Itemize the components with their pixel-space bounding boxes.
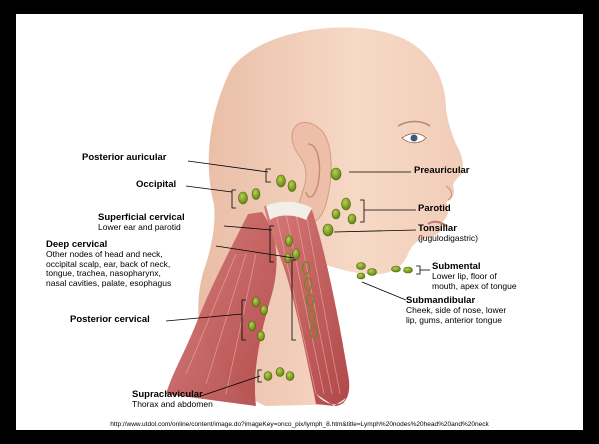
label-title: Parotid xyxy=(418,204,451,214)
label-preauricular: Preauricular xyxy=(414,166,469,176)
label-title: Occipital xyxy=(136,180,176,190)
node-submental xyxy=(392,266,401,272)
label-submental: Submental Lower lip, floor of mouth, ape… xyxy=(432,262,517,291)
node-posterior-cervical xyxy=(261,305,268,315)
label-supraclavicular: Supraclavicular Thorax and abdomen xyxy=(132,390,213,410)
label-desc: (jugulodigastric) xyxy=(418,234,478,244)
label-tonsillar: Tonsillar (jugulodigastric) xyxy=(418,224,478,244)
node-tonsillar xyxy=(323,224,333,236)
label-title: Posterior cervical xyxy=(70,315,150,325)
node-parotid xyxy=(348,214,356,224)
node-supraclavicular xyxy=(264,372,272,381)
diagram-frame: Posterior auricular Occipital Superficia… xyxy=(16,14,583,430)
label-posterior-cervical: Posterior cervical xyxy=(70,315,150,325)
node-posterior-cervical xyxy=(253,297,260,307)
node-submandibular xyxy=(357,273,365,279)
node-parotid xyxy=(342,198,351,210)
node-occipital xyxy=(252,189,260,200)
node-submandibular xyxy=(368,269,377,276)
node-submental xyxy=(404,267,413,273)
node-posterior-cervical xyxy=(249,321,256,331)
label-parotid: Parotid xyxy=(418,204,451,214)
node-posterior-auricular xyxy=(288,181,296,192)
label-desc-line: nasal cavities, palate, esophagus xyxy=(46,279,171,289)
iris xyxy=(411,135,418,142)
node-parotid xyxy=(332,209,340,219)
node-submandibular xyxy=(357,263,366,270)
node-superficial-cervical xyxy=(286,236,293,247)
label-superficial-cervical: Superficial cervical Lower ear and parot… xyxy=(98,213,185,233)
node-posterior-auricular xyxy=(277,175,286,187)
label-desc: Thorax and abdomen xyxy=(132,400,213,410)
node-supraclavicular xyxy=(286,372,294,381)
label-desc: Lower ear and parotid xyxy=(98,223,185,233)
label-occipital: Occipital xyxy=(136,180,176,190)
source-url[interactable]: http://www.utdol.com/online/content/imag… xyxy=(16,421,583,428)
node-occipital xyxy=(239,192,248,204)
node-preauricular xyxy=(331,168,341,180)
label-title: Posterior auricular xyxy=(82,153,166,163)
label-title: Preauricular xyxy=(414,166,469,176)
label-submandibular: Submandibular Cheek, side of nose, lower… xyxy=(406,296,506,325)
node-supraclavicular xyxy=(276,368,284,377)
label-desc-line: lip, gums, anterior tongue xyxy=(406,316,506,326)
label-deep-cervical: Deep cervical Other nodes of head and ne… xyxy=(46,240,171,288)
node-posterior-cervical xyxy=(258,331,265,341)
label-posterior-auricular: Posterior auricular xyxy=(82,153,166,163)
node-superficial-cervical xyxy=(285,253,291,263)
label-desc-line: mouth, apex of tongue xyxy=(432,282,517,292)
